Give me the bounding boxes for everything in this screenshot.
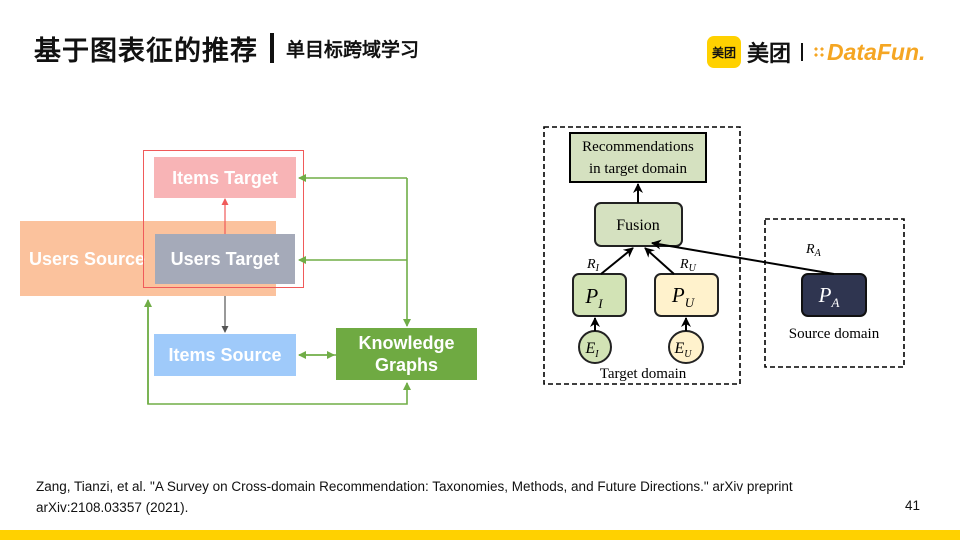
pi-box	[572, 273, 627, 317]
arrow-pa-to-fusion	[651, 239, 835, 275]
source-domain-label: Source domain	[789, 326, 880, 342]
target-domain-region	[543, 126, 741, 385]
recommendations-line: Recommendations	[582, 139, 694, 155]
citation: Zang, Tianzi, et al. "A Survey on Cross-…	[36, 479, 793, 515]
title-divider	[270, 33, 274, 63]
arrow-pi-to-fusion	[600, 247, 634, 275]
meituan-logo-icon: 美团	[707, 36, 741, 68]
target-domain-frame	[143, 150, 304, 288]
recommendations-box	[569, 132, 707, 183]
page-number: 41	[905, 498, 921, 513]
brand-logos: 美团 美团 DataFun.	[707, 34, 925, 70]
title-main: 基于图表征的推荐	[34, 35, 258, 67]
items-source-box: Items Source	[154, 334, 296, 376]
page-title: 基于图表征的推荐 单目标跨域学习	[34, 28, 419, 68]
logo-divider	[801, 43, 804, 61]
pa-label: PA	[818, 283, 840, 310]
target-domain-label: Target domain	[600, 366, 687, 382]
pi-label: PI	[584, 284, 603, 311]
ru-label: RU	[679, 257, 697, 274]
ra-label: RA	[805, 242, 822, 259]
recommendations-label: Recommendations	[582, 139, 694, 155]
recommendations-label-2: in target domain	[589, 161, 688, 177]
source-domain-region	[764, 218, 905, 368]
title-subtitle: 单目标跨域学习	[286, 38, 420, 61]
meituan-wordmark: 美团	[747, 42, 792, 67]
items-target-box: Items Target	[154, 157, 296, 198]
arrow-bottom-loop-to-kg	[147, 302, 411, 405]
pu-label: PU	[671, 283, 696, 310]
footer-accent-bar	[0, 530, 960, 540]
datafun-dots-icon	[813, 46, 826, 58]
eu-label: EU	[673, 340, 692, 360]
ri-label: RI	[586, 257, 600, 274]
users-target-box: Users Target	[155, 234, 295, 284]
datafun-wordmark: DataFun.	[827, 38, 926, 65]
arrow-pu-to-fusion	[644, 247, 675, 275]
pu-box	[654, 273, 719, 317]
ei-label: EI	[584, 340, 599, 360]
fusion-label: Fusion	[616, 217, 660, 234]
